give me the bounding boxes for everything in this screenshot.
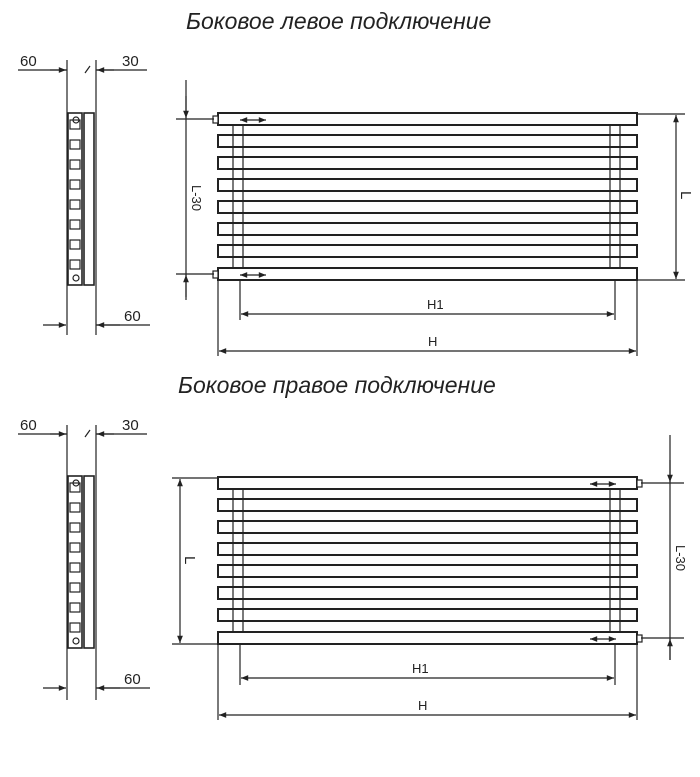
left-connection-drawing: 60 30 60: [18, 53, 694, 356]
dim-top-right: 30: [122, 417, 139, 434]
left-connection-title: Боковое левое подключение: [186, 8, 492, 34]
dim-height: L: [181, 556, 198, 564]
side-view: [18, 425, 150, 700]
dim-top-left: 60: [20, 53, 37, 70]
dim-total-width: H: [418, 698, 427, 713]
dim-inner-width: H1: [427, 297, 444, 312]
dim-height: L: [677, 191, 694, 199]
dim-total-width: H: [428, 334, 437, 349]
right-connection-section: Боковое правое подключение: [0, 370, 700, 770]
side-view: [18, 60, 150, 335]
dim-bottom: 60: [124, 671, 141, 688]
dim-bottom: 60: [124, 308, 141, 325]
right-connection-title: Боковое правое подключение: [178, 372, 496, 398]
right-connection-drawing: 60 30 60: [18, 417, 688, 720]
dim-pipe-spacing: L-30: [189, 185, 204, 211]
front-view: [172, 435, 684, 720]
dim-top-left: 60: [20, 417, 37, 434]
dim-pipe-spacing: L-30: [673, 545, 688, 571]
dim-top-right: 30: [122, 53, 139, 70]
dim-inner-width: H1: [412, 661, 429, 676]
front-view: [176, 80, 685, 356]
left-connection-section: Боковое левое подключение: [0, 0, 700, 370]
